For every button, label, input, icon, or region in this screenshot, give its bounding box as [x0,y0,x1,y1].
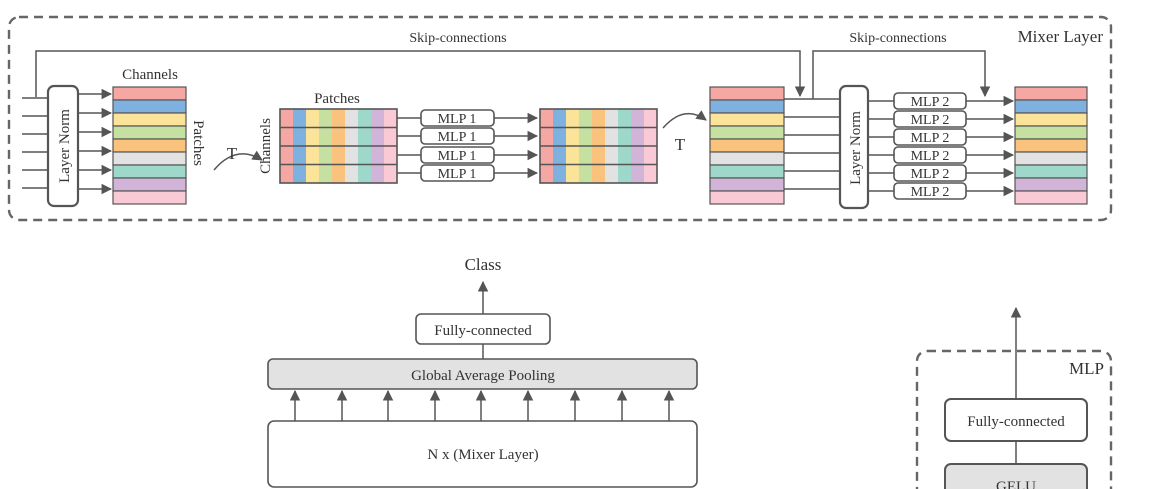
mlp-fully-connected [944,398,1088,442]
output-table-row [1014,86,1088,101]
mlp2-label: MLP 2 [911,185,950,200]
input-table-row [112,112,187,127]
mlp2-label: MLP 2 [911,131,950,146]
mlp1-column: MLP 1 MLP 1 MLP 1 MLP 1 [397,109,539,182]
channels-label-top: Channels [122,67,178,83]
patches-label-top: Patches [314,91,360,107]
mlp1-label: MLP 1 [438,167,477,182]
fully-connected-head-label: Fully-connected [434,323,532,339]
transpose-1-label: T [227,144,238,163]
skip-connections-label-2: Skip-connections [849,31,946,46]
token-table-input [112,86,187,205]
mixer-layer-title: Mixer Layer [1018,27,1104,46]
output-table-row [1014,125,1088,140]
mixer-layer-stack [267,420,698,488]
input-table-row [112,177,187,192]
mlp2-label: MLP 2 [911,167,950,182]
layer-norm-1 [46,84,80,208]
mlp1-label: MLP 1 [438,149,477,164]
output-table-row [1014,151,1088,166]
output-table-row [1014,138,1088,153]
output-table-row [1014,177,1088,192]
input-table-row [112,125,187,140]
output-table-row [1014,164,1088,179]
output-table-row [1014,190,1088,205]
token-table-mixed [539,108,658,184]
mlp-gelu [944,463,1088,489]
mixer-layer-stack-label: N x (Mixer Layer) [427,447,538,463]
global-average-pooling [267,358,698,390]
input-table-row [112,138,187,153]
token-mixed-table-row [709,125,785,140]
token-table-after-token-mixing [709,86,785,205]
mlp-fully-connected-label: Fully-connected [967,414,1065,430]
mixer-layer-frame [7,15,1113,222]
token-mixed-table-row [709,86,785,101]
token-table-transposed [279,108,398,184]
input-table-row [112,86,187,101]
token-mixed-table-row [709,99,785,114]
ln1-output-arrows [78,88,113,195]
channels-label-side: Channels [258,118,274,174]
skip-connection-1-arrow [35,50,806,98]
layer-norm-2 [838,84,870,210]
token-mixed-table-row [709,190,785,205]
patches-label-side: Patches [190,120,206,166]
input-table-row [112,151,187,166]
skip-connection-2-arrow [812,50,991,99]
input-table-row [112,99,187,114]
mlp-frame [915,349,1113,489]
mlp1-label: MLP 1 [438,112,477,127]
mlp-gelu-label: GELU [996,479,1036,489]
mlp1-label: MLP 1 [438,130,477,145]
token-mixed-table-row [709,177,785,192]
skip-connections-label-1: Skip-connections [409,31,506,46]
token-table-output [1014,86,1088,205]
token-mixed-table-row [709,112,785,127]
input-token-lines [22,97,48,189]
input-table-row [112,164,187,179]
pooling-input-arrows [289,389,675,421]
token-mixed-table-row [709,164,785,179]
mlp-title: MLP [1069,359,1104,378]
mlp2-label: MLP 2 [911,95,950,110]
layer-norm-2-label: Layer Norm [848,111,864,185]
output-table-row [1014,112,1088,127]
mlp2-column: MLP 2 MLP 2 MLP 2 MLP 2 MLP 2 MLP 2 [868,92,1015,200]
token-mixed-table-row [709,151,785,166]
mlp2-label: MLP 2 [911,149,950,164]
token-mixed-table-row [709,138,785,153]
transpose-1-arrow [213,150,263,171]
ln2-input-lines [784,98,840,190]
global-average-pooling-label: Global Average Pooling [411,368,555,384]
transpose-2-arrow [662,110,707,129]
input-table-row [112,190,187,205]
mlp2-label: MLP 2 [911,113,950,128]
transpose-2-label: T [675,135,686,154]
layer-norm-1-label: Layer Norm [57,109,73,183]
class-label: Class [465,255,502,274]
output-table-row [1014,99,1088,114]
